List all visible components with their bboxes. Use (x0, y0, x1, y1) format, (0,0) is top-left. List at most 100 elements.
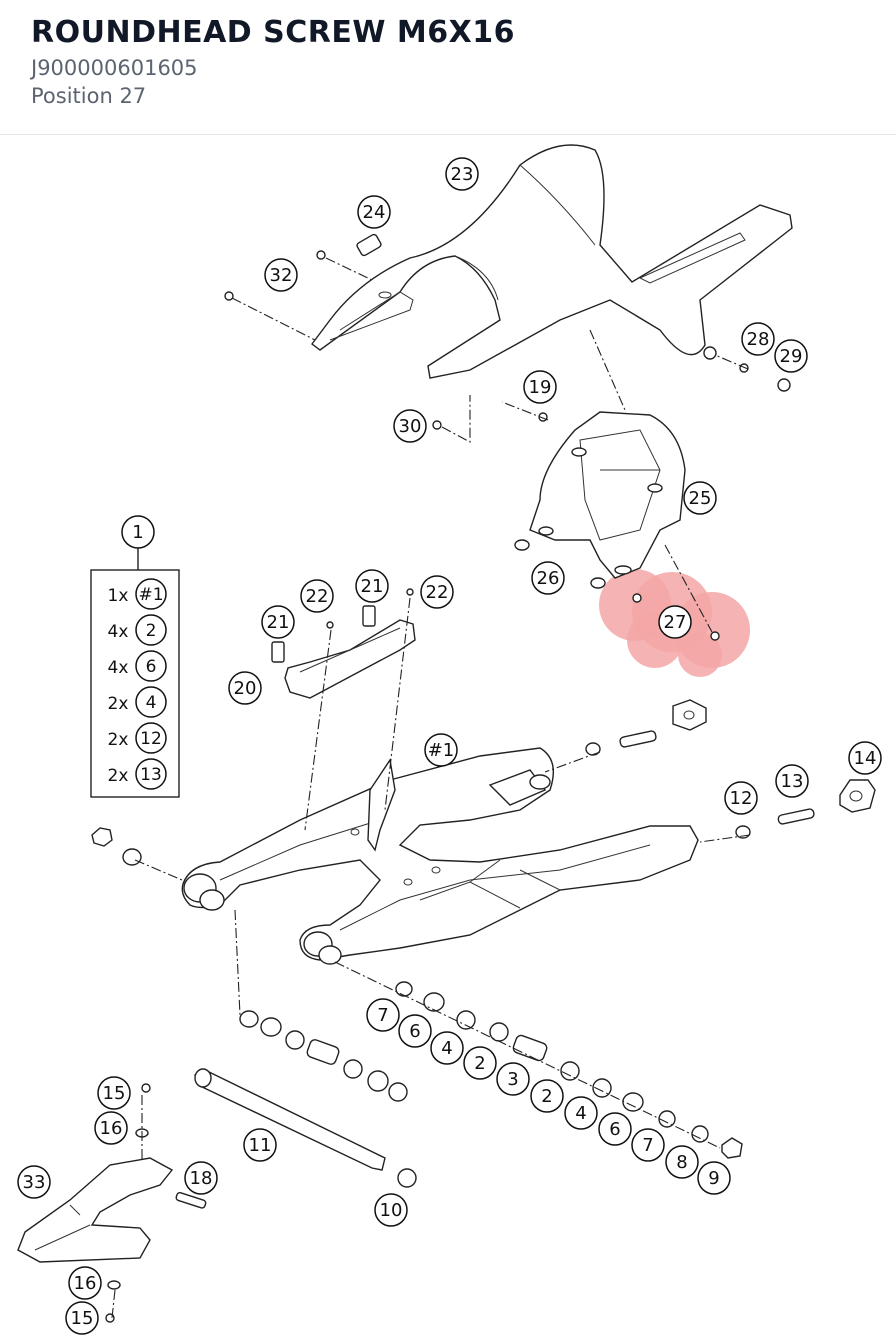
callout-label: 7 (642, 1135, 653, 1156)
small-screws[interactable] (224, 233, 791, 641)
callout-7[interactable]: 7 (366, 998, 400, 1032)
part-number: J900000601605 (31, 56, 198, 80)
callout-33[interactable]: 33 (17, 1165, 51, 1199)
callout-label: 12 (730, 788, 753, 809)
highlight-region-27 (599, 569, 750, 677)
callout-24[interactable]: 24 (357, 195, 391, 229)
callout-label: 25 (689, 488, 712, 509)
callout-label: 33 (23, 1172, 46, 1193)
chain-guard-bracket-part[interactable] (529, 411, 686, 579)
callout-2[interactable]: 2 (530, 1079, 564, 1113)
callout-label: 15 (71, 1308, 94, 1329)
callout-label: 22 (426, 582, 449, 603)
callout-13[interactable]: 13 (775, 764, 809, 798)
kit-ref: 13 (140, 765, 162, 785)
callout-3[interactable]: 3 (496, 1062, 530, 1096)
callout-label: 4 (575, 1103, 586, 1124)
callout-16[interactable]: 16 (68, 1266, 102, 1300)
callout-21[interactable]: 21 (355, 569, 389, 603)
callout-9[interactable]: 9 (697, 1161, 731, 1195)
callout-25[interactable]: 25 (683, 481, 717, 515)
callout-16[interactable]: 16 (94, 1111, 128, 1145)
callout-32[interactable]: 32 (264, 258, 298, 292)
callout-23[interactable]: 23 (445, 157, 479, 191)
part-title: ROUNDHEAD SCREW M6X16 (31, 15, 515, 50)
callout-label: 3 (507, 1069, 518, 1090)
callout-28[interactable]: 28 (741, 322, 775, 356)
callout-label: 21 (267, 612, 290, 633)
callout-4[interactable]: 4 (564, 1096, 598, 1130)
kit-qty: 4x (108, 658, 129, 678)
callout-7[interactable]: 7 (631, 1128, 665, 1162)
kit-qty: 4x (108, 622, 129, 642)
callout-label: 30 (399, 416, 422, 437)
callout-label: 7 (377, 1005, 388, 1026)
kit-ref: 2 (146, 621, 157, 641)
callout-label: 24 (363, 202, 386, 223)
callout-label: 26 (537, 568, 560, 589)
callout-6[interactable]: 6 (398, 1014, 432, 1048)
callout-12[interactable]: 12 (724, 781, 758, 815)
chain-slider-part[interactable] (271, 605, 416, 699)
kit-qty: 2x (108, 766, 129, 786)
callout-15[interactable]: 15 (97, 1076, 131, 1110)
callout-14[interactable]: 14 (848, 741, 882, 775)
callout-label: 19 (529, 377, 552, 398)
callout-label: 28 (747, 329, 770, 350)
callout-label: 8 (676, 1152, 687, 1173)
kit-qty: 2x (108, 730, 129, 750)
callout-label: 2 (541, 1086, 552, 1107)
kit-row: 4x 6 (108, 650, 167, 682)
callout-20[interactable]: 20 (228, 671, 262, 705)
callout-21[interactable]: 21 (261, 605, 295, 639)
callout-11[interactable]: 11 (243, 1128, 277, 1162)
callout-label: 27 (664, 612, 687, 633)
swingarm-pivot-hardware[interactable] (194, 981, 743, 1188)
callout-2[interactable]: 2 (463, 1046, 497, 1080)
callout-kit[interactable]: 1 (121, 515, 155, 549)
callout-15[interactable]: 15 (65, 1301, 99, 1335)
callout-10[interactable]: 10 (374, 1193, 408, 1227)
callout-30[interactable]: 30 (393, 409, 427, 443)
rear-mudguard-part[interactable] (311, 144, 793, 379)
callout-label: #1 (428, 740, 455, 761)
callout-hash-1[interactable]: #1 (424, 733, 458, 767)
callout-label: 16 (74, 1273, 97, 1294)
kit-ref: 12 (140, 729, 162, 749)
callout-label: 10 (380, 1200, 403, 1221)
callout-18[interactable]: 18 (184, 1161, 218, 1195)
callout-8[interactable]: 8 (665, 1145, 699, 1179)
kit-row: 2x 12 (108, 722, 167, 754)
callout-26[interactable]: 26 (531, 561, 565, 595)
callout-label: 11 (249, 1135, 272, 1156)
swingarm-part[interactable] (181, 747, 699, 965)
kit-ref: 6 (146, 657, 157, 677)
chain-guide-part[interactable] (17, 1083, 207, 1323)
callout-27[interactable]: 27 (658, 605, 692, 639)
callout-6[interactable]: 6 (598, 1112, 632, 1146)
callout-label: 6 (409, 1021, 420, 1042)
callout-29[interactable]: 29 (774, 339, 808, 373)
callout-label: 2 (474, 1053, 485, 1074)
svg-text:1: 1 (132, 522, 143, 543)
kit-qty: 1x (108, 586, 129, 606)
callout-label: 6 (609, 1119, 620, 1140)
callout-label: 18 (190, 1168, 213, 1189)
kit-ref: #1 (138, 585, 163, 605)
part-header: ROUNDHEAD SCREW M6X16 J900000601605 Posi… (0, 0, 896, 135)
callout-label: 32 (270, 265, 293, 286)
callout-19[interactable]: 19 (523, 370, 557, 404)
callout-22[interactable]: 22 (300, 579, 334, 613)
callout-label: 21 (361, 576, 384, 597)
callout-label: 22 (306, 586, 329, 607)
callout-label: 29 (780, 346, 803, 367)
exploded-parts-diagram: 232432282919302526272221212220#114131276… (17, 144, 882, 1335)
callout-22[interactable]: 22 (420, 575, 454, 609)
callout-4[interactable]: 4 (430, 1031, 464, 1065)
kit-contents-box (90, 548, 180, 798)
kit-row: 1x #1 (108, 578, 167, 610)
kit-row: 2x 13 (108, 758, 167, 790)
